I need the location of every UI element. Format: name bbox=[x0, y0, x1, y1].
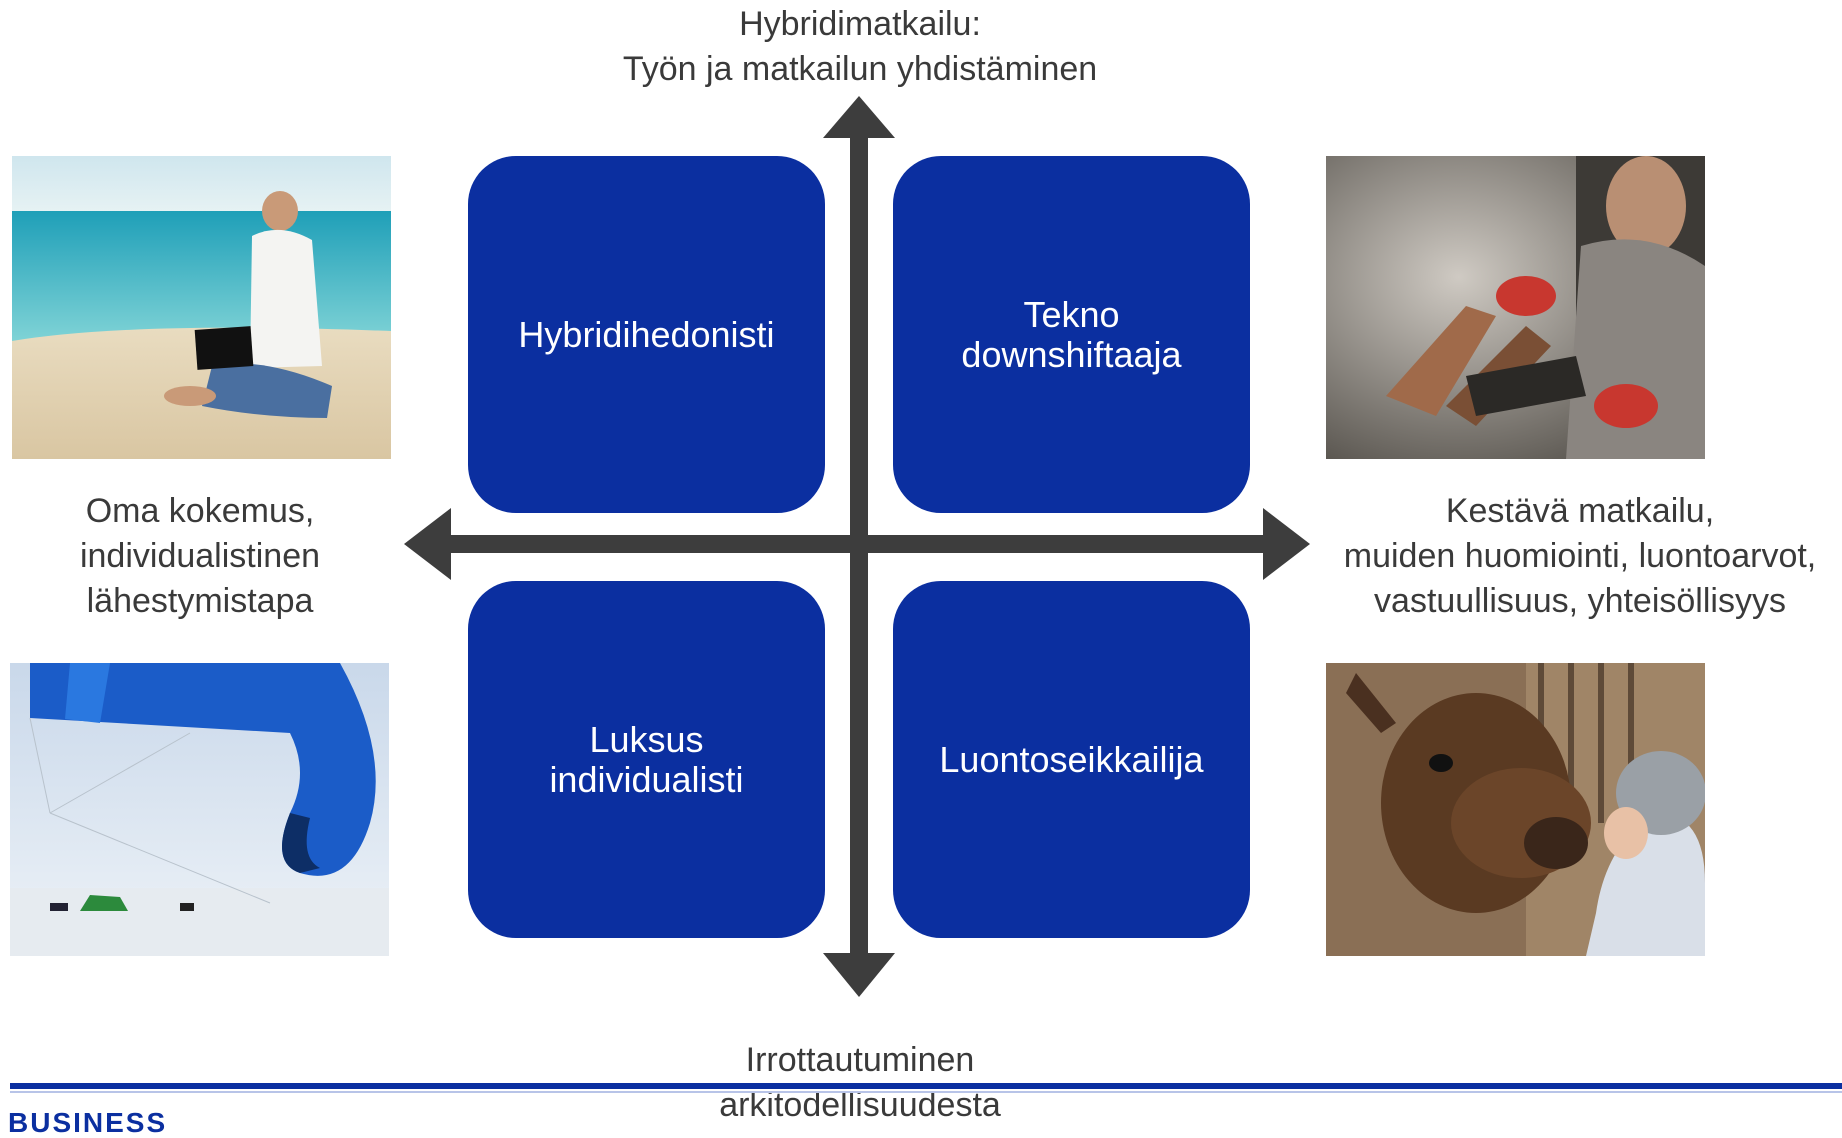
axis-label-top: Hybridimatkailu: Työn ja matkailun yhdis… bbox=[622, 5, 1098, 88]
quadrant-label: Luontoseikkailija bbox=[939, 738, 1204, 780]
axis-label-right: Kestävä matkailu, muiden huomiointi, luo… bbox=[1343, 492, 1817, 620]
footer-rule-thin bbox=[10, 1091, 1842, 1093]
quadrant-bottom-left: Luksus individualisti bbox=[468, 581, 825, 938]
horizontal-axis bbox=[440, 535, 1270, 553]
quadrant-label: Tekno downshiftaaja bbox=[961, 293, 1182, 375]
photo-kite-ice bbox=[10, 663, 389, 956]
quadrant-top-left: Hybridihedonisti bbox=[468, 156, 825, 513]
down-arrow-icon bbox=[823, 953, 895, 997]
quadrant-bottom-right: Luontoseikkailija bbox=[893, 581, 1250, 938]
quadrant-top-right: Tekno downshiftaaja bbox=[893, 156, 1250, 513]
footer-brand: BUSINESS bbox=[8, 1107, 168, 1138]
quadrant-label: Luksus individualisti bbox=[549, 718, 744, 800]
left-arrow-icon bbox=[404, 508, 451, 580]
footer-rule bbox=[10, 1083, 1842, 1089]
photo-reindeer-child bbox=[1326, 663, 1705, 956]
quadrant-label: Hybridihedonisti bbox=[518, 313, 775, 355]
axis-label-left: Oma kokemus, individualistinen lähestymi… bbox=[79, 492, 321, 620]
up-arrow-icon bbox=[823, 96, 895, 138]
photo-campfire bbox=[1326, 156, 1705, 459]
photo-beach-laptop bbox=[12, 156, 391, 459]
right-arrow-icon bbox=[1263, 508, 1310, 580]
